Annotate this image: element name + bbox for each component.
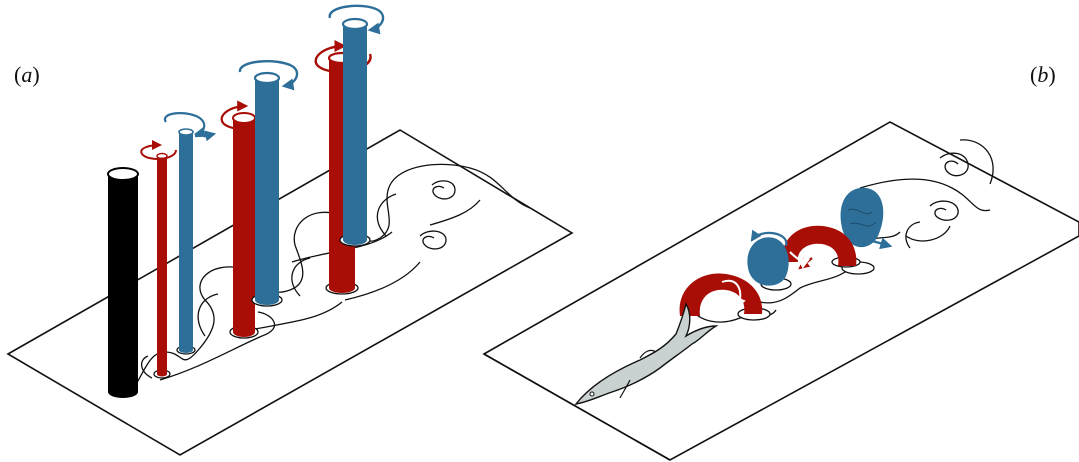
panel-label-a: (a) [14, 62, 40, 87]
panel-label-b-text: b [1037, 62, 1049, 87]
panel-b-wake-lines [689, 139, 994, 323]
red-vortex-arc-1 [679, 273, 771, 321]
rotation-arrow-icon [721, 279, 746, 308]
rotation-arrow-icon [238, 60, 299, 91]
panel-b [482, 121, 1079, 461]
rotation-arrow-icon [843, 224, 867, 240]
blue-vortex-column-3 [339, 17, 371, 247]
rotation-arrow-icon [750, 229, 788, 247]
blue-vortex-loop-1 [747, 237, 792, 291]
fish-icon [574, 302, 719, 405]
rotation-arrow-icon [163, 112, 206, 138]
panel-a-plate [6, 129, 574, 456]
panel-b-plate [482, 121, 1079, 461]
rotation-arrow-icon [328, 4, 385, 35]
blue-vortex-column-2 [251, 71, 283, 307]
rotation-arrow-icon [140, 140, 177, 160]
panel-a [6, 4, 574, 456]
red-vortex-column-2 [229, 112, 259, 339]
blue-vortex-column-1 [176, 128, 196, 355]
red-vortex-arc-2 [781, 225, 861, 268]
rotation-arrow-icon [789, 251, 810, 269]
panel-label-b: (b) [1030, 62, 1056, 87]
black-cylinder [107, 167, 139, 398]
rotation-arrow-icon [861, 236, 893, 250]
panel-label-a-text: a [21, 62, 33, 87]
rotation-arrow-icon [194, 130, 217, 142]
